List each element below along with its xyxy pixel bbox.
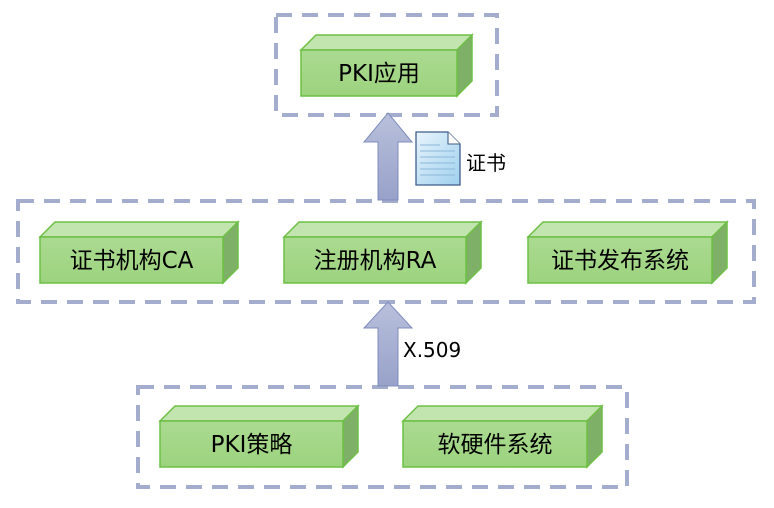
service-layer-frame <box>16 199 756 304</box>
block-front-face <box>159 420 344 468</box>
block-service-layer-1: 注册机构RA <box>282 220 483 285</box>
edge-label-x509: X.509 <box>403 338 461 362</box>
block-application-layer-0: PKI应用 <box>299 33 474 98</box>
foundation-layer-frame <box>136 385 629 489</box>
up-arrow-x509 <box>362 301 414 387</box>
block-top-face <box>401 405 604 422</box>
block-top-face <box>158 405 360 422</box>
block-front-face <box>402 420 588 468</box>
block-label: 证书机构CA <box>70 248 194 274</box>
block-front-face <box>283 236 467 284</box>
block-foundation-layer-0: PKI策略 <box>158 404 360 469</box>
block-front-face <box>527 236 713 284</box>
block-foundation-layer-1: 软硬件系统 <box>401 404 604 469</box>
block-front-face <box>300 49 458 97</box>
up-arrow-certificate <box>362 112 414 201</box>
edge-label-certificate: 证书 <box>466 151 506 175</box>
block-top-face <box>299 34 474 51</box>
block-service-layer-0: 证书机构CA <box>38 220 240 285</box>
block-top-face <box>282 221 483 238</box>
block-front-face <box>39 236 224 284</box>
block-label: 软硬件系统 <box>438 432 553 458</box>
block-top-face <box>526 221 729 238</box>
block-service-layer-2: 证书发布系统 <box>526 220 729 285</box>
document-icon <box>415 131 461 186</box>
block-label: 证书发布系统 <box>551 248 689 274</box>
block-top-face <box>38 221 240 238</box>
block-label: PKI策略 <box>211 432 293 458</box>
block-label: PKI应用 <box>338 61 420 87</box>
block-label: 注册机构RA <box>314 248 437 274</box>
